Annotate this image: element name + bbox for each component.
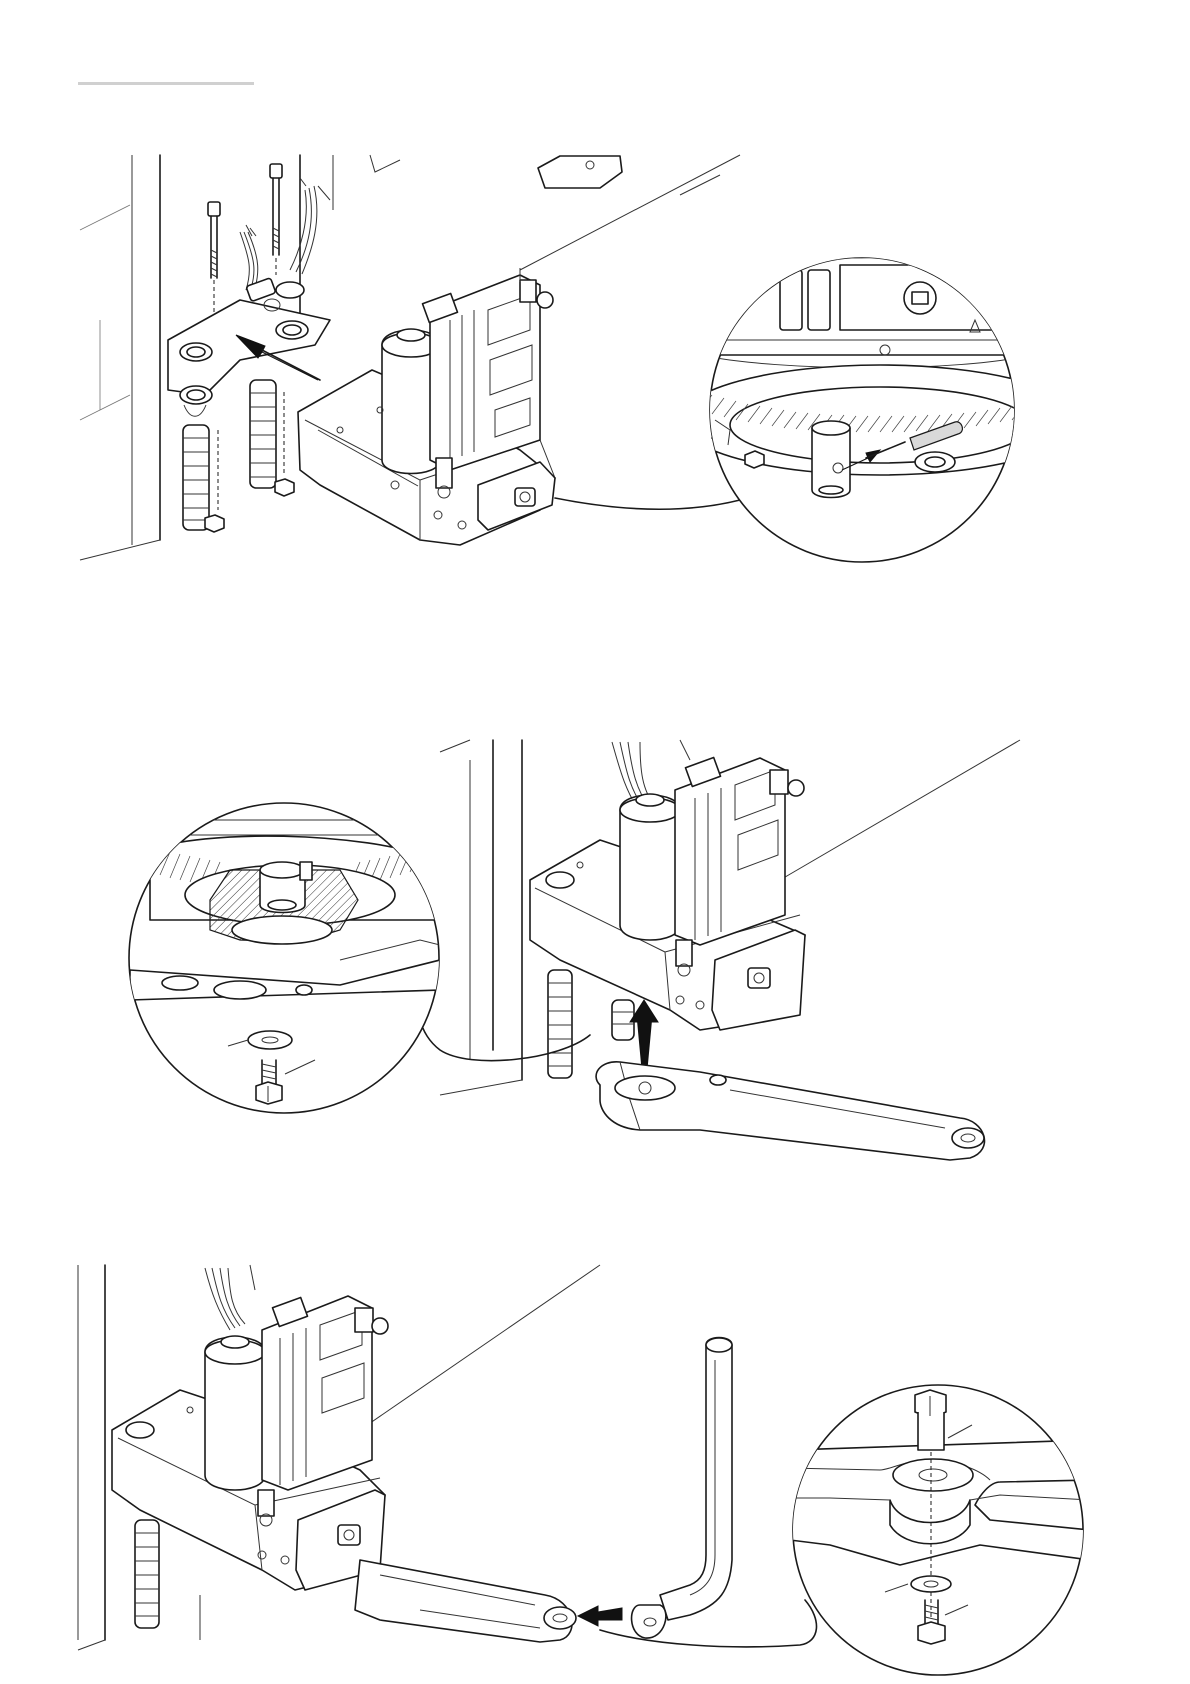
anchor-bolt-right: [270, 164, 282, 275]
washer: [248, 1031, 292, 1049]
figure-step-1: [80, 155, 1080, 562]
drive-arm-3: [355, 1560, 576, 1642]
spring-stack-3: [135, 1520, 159, 1628]
wires-3: [205, 1268, 245, 1330]
connect-arrow: [578, 1606, 622, 1626]
spring-stack-left: [183, 405, 209, 530]
header-rule: [78, 82, 254, 85]
drive-arm-2: [596, 1062, 984, 1160]
operator-unit: [298, 268, 555, 545]
figure-step-2: [129, 740, 1020, 1160]
washer-3: [911, 1576, 951, 1592]
spring-stack-right: [218, 380, 284, 510]
figure-step-3: [78, 1265, 1090, 1675]
door-arm-bracket: [632, 1338, 732, 1639]
top-plate: [538, 156, 622, 188]
wires-right: [290, 178, 330, 274]
spring-stack-2a: [548, 970, 572, 1078]
nut-right: [275, 479, 294, 496]
nut-left: [205, 515, 224, 532]
